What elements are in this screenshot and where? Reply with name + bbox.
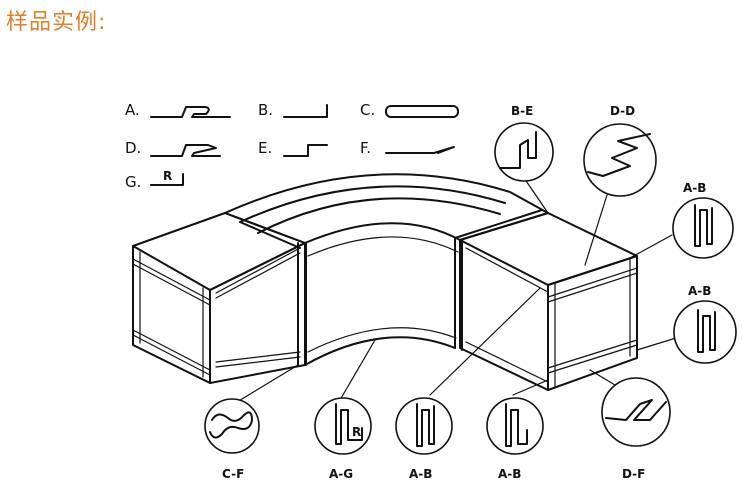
detail-df: D-F bbox=[601, 377, 671, 481]
strap-right-vertical bbox=[454, 237, 463, 351]
legend-key-a: A. bbox=[125, 101, 140, 119]
strap-left-vertical bbox=[297, 242, 307, 366]
detail-ag-seam bbox=[335, 403, 363, 445]
detail-ab-bottom-left-circle bbox=[395, 397, 453, 455]
detail-ab-lower: A-B bbox=[673, 284, 737, 364]
right-box-side bbox=[459, 239, 549, 391]
legend-key-b: B. bbox=[258, 101, 273, 119]
detail-cf: C-F bbox=[204, 398, 260, 481]
legend-item-f: F. bbox=[360, 139, 455, 157]
detail-df-seam bbox=[605, 399, 667, 421]
legend-key-d: D. bbox=[125, 139, 141, 157]
detail-ab-upper: A-B bbox=[672, 181, 734, 259]
detail-dd: D-D bbox=[583, 104, 657, 197]
detail-ag-label: A-G bbox=[329, 467, 353, 481]
legend-item-b: B. bbox=[258, 101, 328, 119]
legend-item-g: G. R bbox=[125, 169, 184, 191]
outer-rail-2 bbox=[257, 197, 501, 234]
detail-ag: R A-G bbox=[314, 397, 372, 481]
right-box-top bbox=[459, 212, 638, 286]
seam-d-symbol bbox=[150, 144, 221, 157]
detail-cf-seam bbox=[209, 411, 253, 439]
legend-g-letter: R bbox=[163, 169, 172, 183]
detail-dd-seam bbox=[587, 133, 651, 177]
detail-ab-bottom-right-circle bbox=[486, 397, 544, 455]
detail-be-seam bbox=[499, 131, 537, 169]
detail-ab-bottom-left-label: A-B bbox=[409, 467, 432, 481]
detail-ab-bottom-right-label: A-B bbox=[498, 467, 521, 481]
detail-ab-lower-label: A-B bbox=[688, 284, 711, 298]
detail-be-label: B-E bbox=[511, 104, 533, 118]
legend-item-a: A. bbox=[125, 101, 231, 119]
legend-item-c: C. bbox=[360, 101, 459, 119]
detail-ab-upper-seam bbox=[694, 204, 713, 247]
detail-ab-lower-circle bbox=[673, 300, 737, 364]
elbow-body bbox=[132, 173, 638, 391]
detail-ab-lower-seam bbox=[697, 309, 716, 353]
seam-legend: A. B. C. D. E. F. G. R bbox=[125, 101, 459, 191]
seam-b-symbol bbox=[283, 104, 328, 118]
seam-c-symbol bbox=[385, 105, 459, 118]
detail-ab-bottom-right: A-B bbox=[486, 397, 544, 481]
outer-curve-top bbox=[224, 173, 549, 214]
left-end-face bbox=[132, 245, 211, 384]
inner-curve-top bbox=[304, 222, 461, 244]
leader-lines bbox=[231, 174, 677, 406]
strap-left-top bbox=[224, 212, 306, 249]
seam-e-symbol bbox=[283, 144, 328, 157]
legend-key-f: F. bbox=[360, 139, 371, 157]
detail-be: B-E bbox=[494, 104, 554, 182]
detail-ag-circle bbox=[314, 397, 372, 455]
detail-be-circle bbox=[494, 122, 554, 182]
outer-rail-1 bbox=[239, 185, 506, 223]
detail-ag-inner-letter: R bbox=[352, 425, 361, 439]
detail-cf-label: C-F bbox=[222, 467, 244, 481]
seam-f-symbol bbox=[385, 146, 455, 154]
legend-key-g: G. bbox=[125, 173, 141, 191]
detail-df-circle bbox=[601, 377, 671, 447]
legend-item-e: E. bbox=[258, 139, 328, 157]
detail-df-label: D-F bbox=[622, 467, 645, 481]
detail-ab-bottom-right-seam bbox=[505, 403, 528, 447]
detail-ab-bottom-left: A-B bbox=[395, 397, 453, 481]
strap-right-top bbox=[454, 209, 549, 241]
page-heading: 样品实例: bbox=[6, 10, 107, 35]
legend-key-e: E. bbox=[258, 139, 272, 157]
detail-dd-label: D-D bbox=[610, 104, 635, 118]
detail-ab-upper-circle bbox=[672, 197, 734, 259]
right-end-face bbox=[547, 255, 638, 391]
detail-dd-circle bbox=[583, 123, 657, 197]
legend-key-c: C. bbox=[360, 101, 375, 119]
detail-ab-upper-label: A-B bbox=[683, 181, 706, 195]
seam-a-symbol bbox=[150, 106, 231, 118]
detail-ab-bottom-left-seam bbox=[416, 403, 435, 447]
seam-g-symbol bbox=[150, 173, 184, 186]
left-box-top bbox=[132, 212, 306, 291]
inner-curve-bottom bbox=[304, 336, 456, 366]
legend-item-d: D. bbox=[125, 139, 221, 157]
